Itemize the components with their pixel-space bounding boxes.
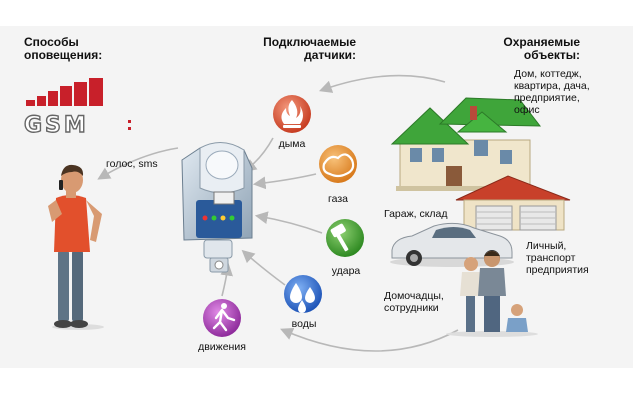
arrow-device-to-person	[97, 147, 179, 180]
gsm-logo: GSM	[23, 78, 131, 139]
garage-label: Гараж, склад	[384, 208, 448, 220]
house-label: Дом, коттедж, квартира, дача, предприяти…	[514, 68, 590, 116]
garage-image	[455, 175, 571, 231]
flow-arrows	[97, 74, 459, 352]
voice-sms-label: голос, sms	[106, 158, 158, 170]
person-with-phone	[48, 164, 104, 330]
gsm-logo-text: GSM	[24, 113, 89, 138]
arrow-impact-to-device	[254, 211, 323, 234]
heading-connected-sensors: Подключаемые датчики:	[263, 35, 356, 62]
people-label: Домочадцы, сотрудники	[384, 290, 444, 314]
gas-sensor-icon	[319, 145, 357, 183]
water-sensor-icon	[284, 275, 322, 313]
car-label: Личный, транспорт предприятия	[526, 240, 589, 276]
smoke-sensor-label: дыма	[278, 138, 306, 150]
impact-sensor-icon	[326, 219, 364, 257]
people-image	[446, 251, 538, 337]
motion-sensor-icon	[203, 299, 241, 337]
smoke-sensor-icon	[273, 95, 311, 133]
gas-sensor-label: газа	[328, 193, 348, 205]
heading-notification-methods: Способы оповещения:	[24, 35, 103, 62]
arrow-objects-to-smoke	[318, 74, 446, 93]
heading-protected-objects: Охраняемые объекты:	[503, 35, 580, 62]
gsm-alarm-device	[181, 142, 253, 273]
impact-sensor-label: удара	[331, 265, 361, 277]
motion-sensor-label: движения	[198, 341, 246, 353]
arrow-gas-to-device	[252, 173, 317, 190]
arrow-water-to-device	[241, 249, 286, 286]
water-sensor-label: воды	[291, 318, 317, 330]
arrow-people-to-sensors	[280, 327, 459, 352]
